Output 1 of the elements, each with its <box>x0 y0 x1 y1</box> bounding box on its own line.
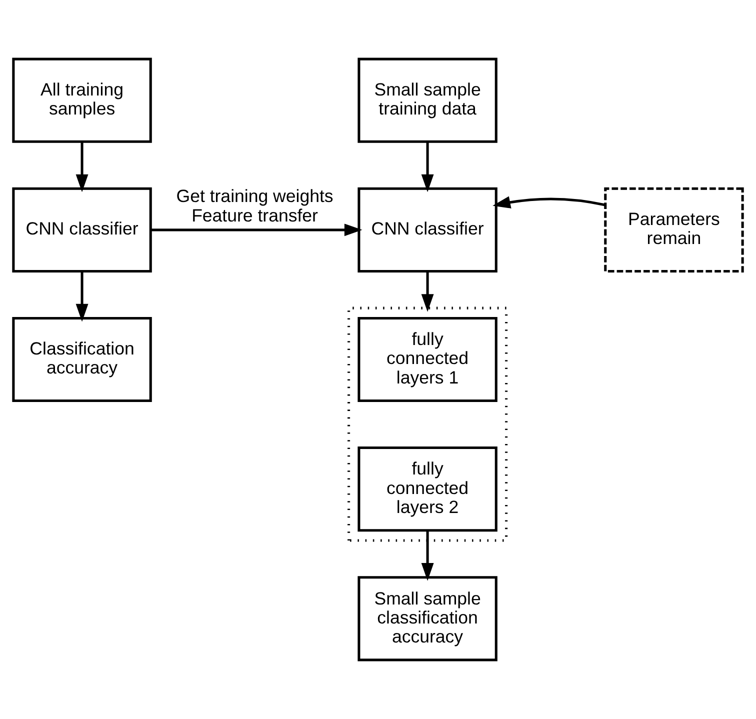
edge-label: Get training weights Feature transfer <box>176 186 334 226</box>
